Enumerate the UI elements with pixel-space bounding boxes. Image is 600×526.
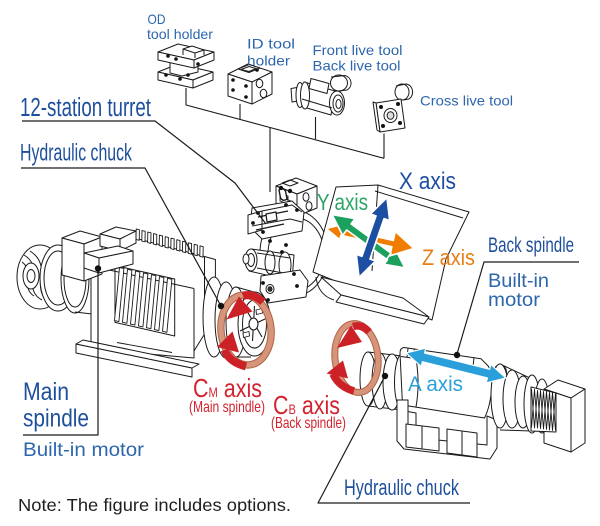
- svg-text:Z axis: Z axis: [422, 245, 475, 270]
- svg-text:(Back spindle): (Back spindle): [271, 415, 346, 432]
- svg-text:OD: OD: [148, 11, 166, 27]
- svg-text:Back spindle: Back spindle: [488, 233, 574, 257]
- svg-text:tool holder: tool holder: [147, 26, 213, 42]
- svg-text:Back live tool: Back live tool: [313, 58, 401, 74]
- svg-text:Cross live tool: Cross live tool: [420, 93, 513, 109]
- svg-text:Main: Main: [23, 378, 69, 406]
- svg-text:Y axis: Y axis: [317, 189, 368, 215]
- svg-text:Hydraulic chuck: Hydraulic chuck: [344, 475, 460, 500]
- svg-text:Built-in motor: Built-in motor: [23, 440, 145, 461]
- svg-text:CM axis: CM axis: [193, 373, 262, 403]
- svg-text:X axis: X axis: [399, 168, 456, 195]
- svg-text:CB axis: CB axis: [273, 390, 340, 420]
- svg-text:Built-in: Built-in: [488, 270, 549, 292]
- svg-text:Front live tool: Front live tool: [313, 42, 403, 58]
- svg-text:ID tool: ID tool: [247, 36, 295, 52]
- svg-text:spindle: spindle: [23, 405, 89, 433]
- svg-text:12-station turret: 12-station turret: [20, 94, 151, 122]
- svg-text:Hydraulic chuck: Hydraulic chuck: [20, 140, 132, 167]
- svg-text:A axis: A axis: [408, 372, 463, 396]
- svg-text:motor: motor: [488, 289, 541, 311]
- svg-text:holder: holder: [247, 53, 290, 69]
- svg-text:Note: The figure includes opti: Note: The figure includes options.: [18, 495, 291, 515]
- svg-text:(Main spindle): (Main spindle): [189, 399, 265, 416]
